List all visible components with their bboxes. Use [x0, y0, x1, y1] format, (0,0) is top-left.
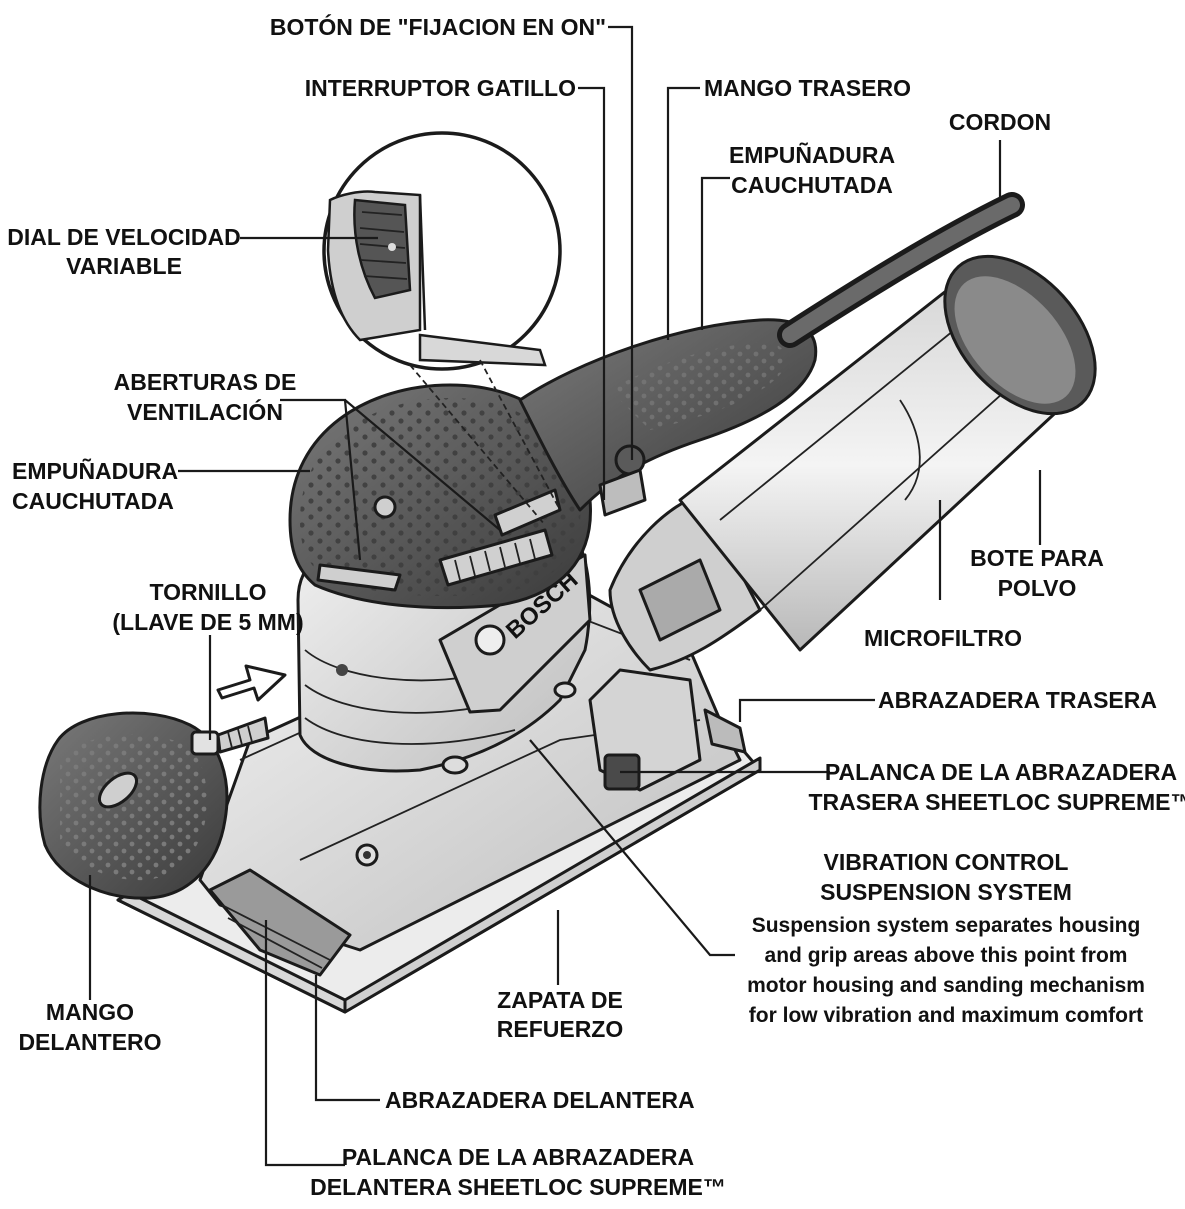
label-vibration-2: SUSPENSION SYSTEM — [820, 879, 1072, 905]
label-interruptor: INTERRUPTOR GATILLO — [305, 75, 576, 101]
label-vibration: VIBRATION CONTROL — [824, 849, 1069, 875]
label-dial-2: VARIABLE — [66, 253, 182, 279]
label-palanca-delantera: PALANCA DE LA ABRAZADERA — [342, 1144, 694, 1170]
label-vibration-desc-3: motor housing and sanding mechanism — [747, 974, 1145, 997]
assembly-arrow — [218, 666, 285, 700]
label-microfiltro: MICROFILTRO — [864, 625, 1022, 651]
label-vibration-desc-2: and grip areas above this point from — [765, 944, 1128, 967]
label-zapata-2: REFUERZO — [497, 1016, 624, 1042]
label-boton-fijacion: BOTÓN DE "FIJACION EN ON" — [270, 13, 606, 40]
label-mango-delantero-2: DELANTERO — [18, 1029, 161, 1055]
label-mango-trasero: MANGO TRASERO — [704, 75, 911, 101]
label-cordon: CORDON — [949, 109, 1051, 135]
label-empunadura-left: EMPUÑADURA — [12, 457, 178, 484]
label-empunadura-left-2: CAUCHUTADA — [12, 488, 174, 514]
label-palanca-delantera-2: DELANTERA SHEETLOC SUPREME™ — [310, 1174, 726, 1200]
label-empunadura-top: EMPUÑADURA — [729, 141, 895, 168]
label-vibration-desc-1: Suspension system separates housing — [752, 914, 1141, 937]
label-abrazadera-delantera: ABRAZADERA DELANTERA — [385, 1087, 695, 1113]
label-palanca-trasera-2: TRASERA SHEETLOC SUPREME™ — [808, 789, 1185, 815]
label-bote: BOTE PARA — [970, 545, 1104, 571]
label-mango-delantero: MANGO — [46, 999, 134, 1025]
label-tornillo: TORNILLO — [149, 579, 266, 605]
label-palanca-trasera: PALANCA DE LA ABRAZADERA — [825, 759, 1177, 785]
label-aberturas: ABERTURAS DE — [114, 369, 297, 395]
label-empunadura-top-2: CAUCHUTADA — [731, 172, 893, 198]
label-vibration-desc-4: for low vibration and maximum comfort — [749, 1004, 1143, 1027]
label-bote-2: POLVO — [998, 575, 1077, 601]
label-aberturas-2: VENTILACIÓN — [127, 398, 283, 425]
label-zapata: ZAPATA DE — [497, 987, 623, 1013]
label-abrazadera-trasera: ABRAZADERA TRASERA — [878, 687, 1157, 713]
label-dial: DIAL DE VELOCIDAD — [7, 224, 240, 250]
label-tornillo-2: (LLAVE DE 5 MM) — [112, 609, 303, 635]
speed-dial-inset — [324, 133, 560, 369]
